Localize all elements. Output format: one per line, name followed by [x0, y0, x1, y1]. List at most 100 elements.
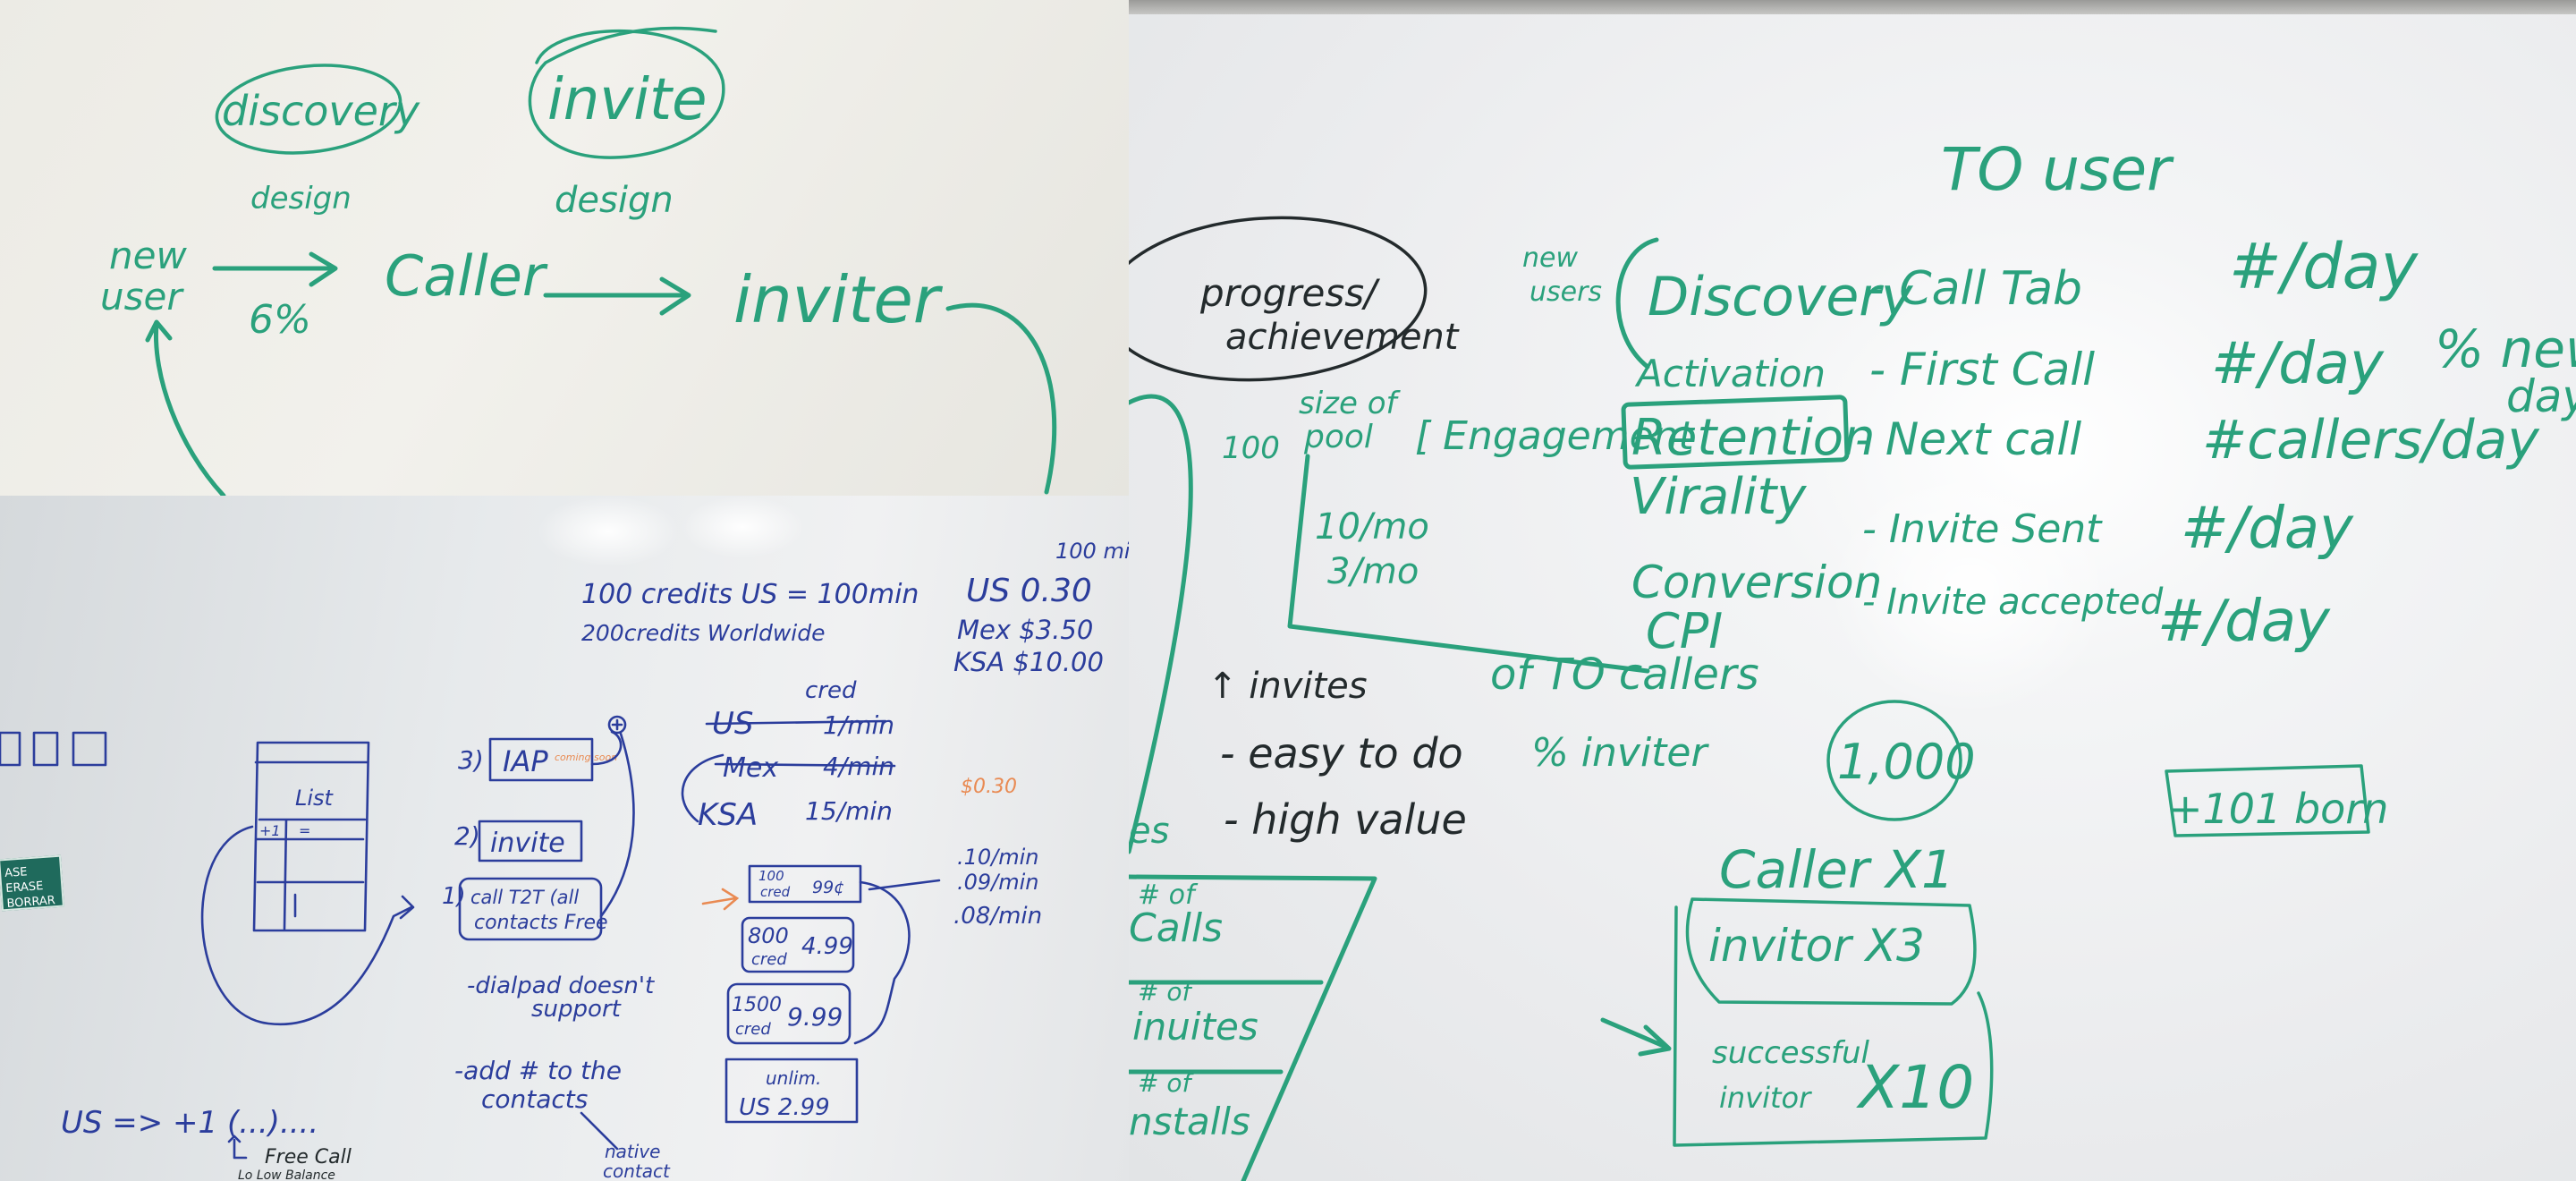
invite-text: invite: [547, 67, 707, 133]
thousand-text: 1,000: [1837, 734, 1976, 790]
bracket-new-users: [1615, 237, 1659, 370]
credits-us-text: 100 credits US = 100min: [581, 579, 919, 610]
left-edge-curve: [1129, 394, 1193, 854]
native-connector: [580, 1111, 619, 1151]
list-sketch: [252, 741, 370, 932]
pct-new-text: % new: [2435, 319, 2576, 379]
rate-mex-text: Mex $3.50: [957, 615, 1093, 645]
discovery-text-r: Discovery: [1648, 266, 1914, 328]
iap-box: [488, 737, 594, 782]
strike-line: [714, 762, 896, 768]
pkg4-price-text: US 2.99: [739, 1094, 830, 1121]
cred-text: cred: [805, 677, 857, 704]
per-min-3-text: .08/min: [953, 903, 1042, 930]
list-eq-text: =: [299, 822, 310, 839]
native-1-text: native: [605, 1141, 660, 1162]
pkg1-top-text: 100: [758, 868, 784, 884]
plus101-text: +101 born: [2168, 785, 2388, 833]
light-glare: [680, 496, 805, 558]
per-min-2-text: .09/min: [957, 870, 1039, 895]
successful-2-text: invitor: [1719, 1081, 1812, 1115]
engagement-text: [ Engagement: [1415, 413, 1696, 459]
call-tab-text: - Call Tab: [1868, 262, 2082, 316]
per-day-1-text: #/day: [2229, 230, 2419, 303]
orange-price-text: $0.30: [961, 776, 1017, 798]
ksa-rate-text: 15/min: [805, 796, 893, 826]
cpi-text: CPI: [1646, 603, 1723, 659]
pool-bracket: [1287, 454, 1650, 674]
dialpad-2-text: support: [531, 996, 622, 1023]
pct-day-text: day: [2506, 370, 2576, 422]
top-left-drawing: discovery design invite design new user …: [100, 26, 1057, 496]
us-plus-text: US => +1 (...)....: [61, 1105, 318, 1141]
successful-box: [1673, 905, 1994, 1147]
whiteboard-photo-right: TO user progress/ achievement new users …: [1129, 0, 2576, 1181]
progress-text: progress/: [1199, 271, 1380, 315]
rate-ksa-text: KSA $10.00: [953, 647, 1104, 677]
new-users-2-text: users: [1530, 276, 1602, 308]
pkg3-bottom-text: cred: [735, 1020, 771, 1039]
funnel-invites-2-text: inuites: [1132, 1005, 1258, 1049]
list-text: List: [295, 786, 335, 811]
arrow-caller-to-inviter: [543, 276, 691, 316]
discovery-text: discovery: [222, 87, 420, 135]
whiteboard-photo-top-left: discovery design invite design new user …: [0, 0, 1129, 496]
retention-text: Retention: [1631, 409, 1876, 467]
bracket-left: [681, 753, 724, 823]
plus101-box: [2165, 764, 2370, 837]
pkg2-top-text: 800: [748, 923, 789, 948]
call-box: [458, 877, 603, 941]
native-2-text: contact: [603, 1160, 671, 1181]
ten-mo-text: 10/mo: [1315, 506, 1429, 548]
inviter-text: inviter: [733, 262, 944, 337]
activation-text: Activation: [1634, 352, 1826, 395]
hundred-text: 100: [1222, 430, 1280, 466]
free-call-arrow: [227, 1134, 248, 1160]
pool-text: pool: [1303, 419, 1373, 455]
discovery-design-text: design: [250, 181, 352, 217]
first-call-text: - First Call: [1869, 344, 2095, 395]
per-day-3-text: #/day: [2181, 496, 2354, 562]
add-1-text: -add # to the: [454, 1056, 622, 1085]
pkg3-top-text: 1500: [732, 994, 782, 1016]
pkg1-box: [748, 864, 862, 904]
pkg4-box: [724, 1058, 859, 1124]
bottom-left-drawing: 100 credits US = 100min 200credits World…: [0, 539, 1129, 1181]
us-rate-struck-text: 1/min: [823, 710, 894, 740]
high-value-text: - high value: [1224, 795, 1467, 844]
retention-box: [1621, 395, 1850, 470]
three-mo-text: 3/mo: [1327, 551, 1419, 592]
pkg2-bottom-text: cred: [751, 950, 787, 969]
dialpad-1-text: -dialpad doesn't: [467, 973, 655, 999]
min100-text: 100 min: [1055, 539, 1129, 564]
funnel-outline: [1129, 874, 1377, 1181]
invitor-x3-text: invitor X3: [1708, 920, 1925, 972]
progress-circle: [1129, 216, 1428, 382]
invite-text-bl: invite: [490, 828, 565, 859]
new-users-1-text: new: [1522, 242, 1578, 274]
orange-arrow: [701, 888, 740, 911]
to-user-text: TO user: [1941, 135, 2174, 204]
low-balance-text: Lo Low Balance: [238, 1168, 335, 1181]
step3-text: 3): [458, 745, 484, 775]
iap-connector: [590, 730, 623, 766]
thousand-circle: [1826, 700, 1962, 821]
callers-day-text: #callers/day: [2202, 409, 2540, 472]
pkg3-box: [726, 982, 852, 1045]
funnel-invites-1-text: # of: [1138, 977, 1194, 1007]
mex-text: Mex: [723, 752, 778, 784]
next-call-text: - Next call: [1855, 413, 2081, 465]
invite-design-text: design: [555, 180, 674, 221]
step2-text: 2): [454, 821, 480, 851]
per-day-4-text: #/day: [2157, 589, 2331, 655]
rate-us-text: US 0.30: [966, 573, 1092, 609]
discovery-circle: [215, 64, 402, 155]
arrow-new-to-caller: [212, 251, 338, 287]
call-to-iap-line: [599, 732, 635, 918]
invite-circle: [528, 26, 725, 159]
user-text: user: [100, 275, 184, 319]
loop-left-curve: [145, 319, 226, 496]
plus-mark: [611, 718, 623, 731]
pct-inviter-text: % inviter: [1531, 730, 1709, 776]
successful-arrow: [1600, 1017, 1672, 1057]
